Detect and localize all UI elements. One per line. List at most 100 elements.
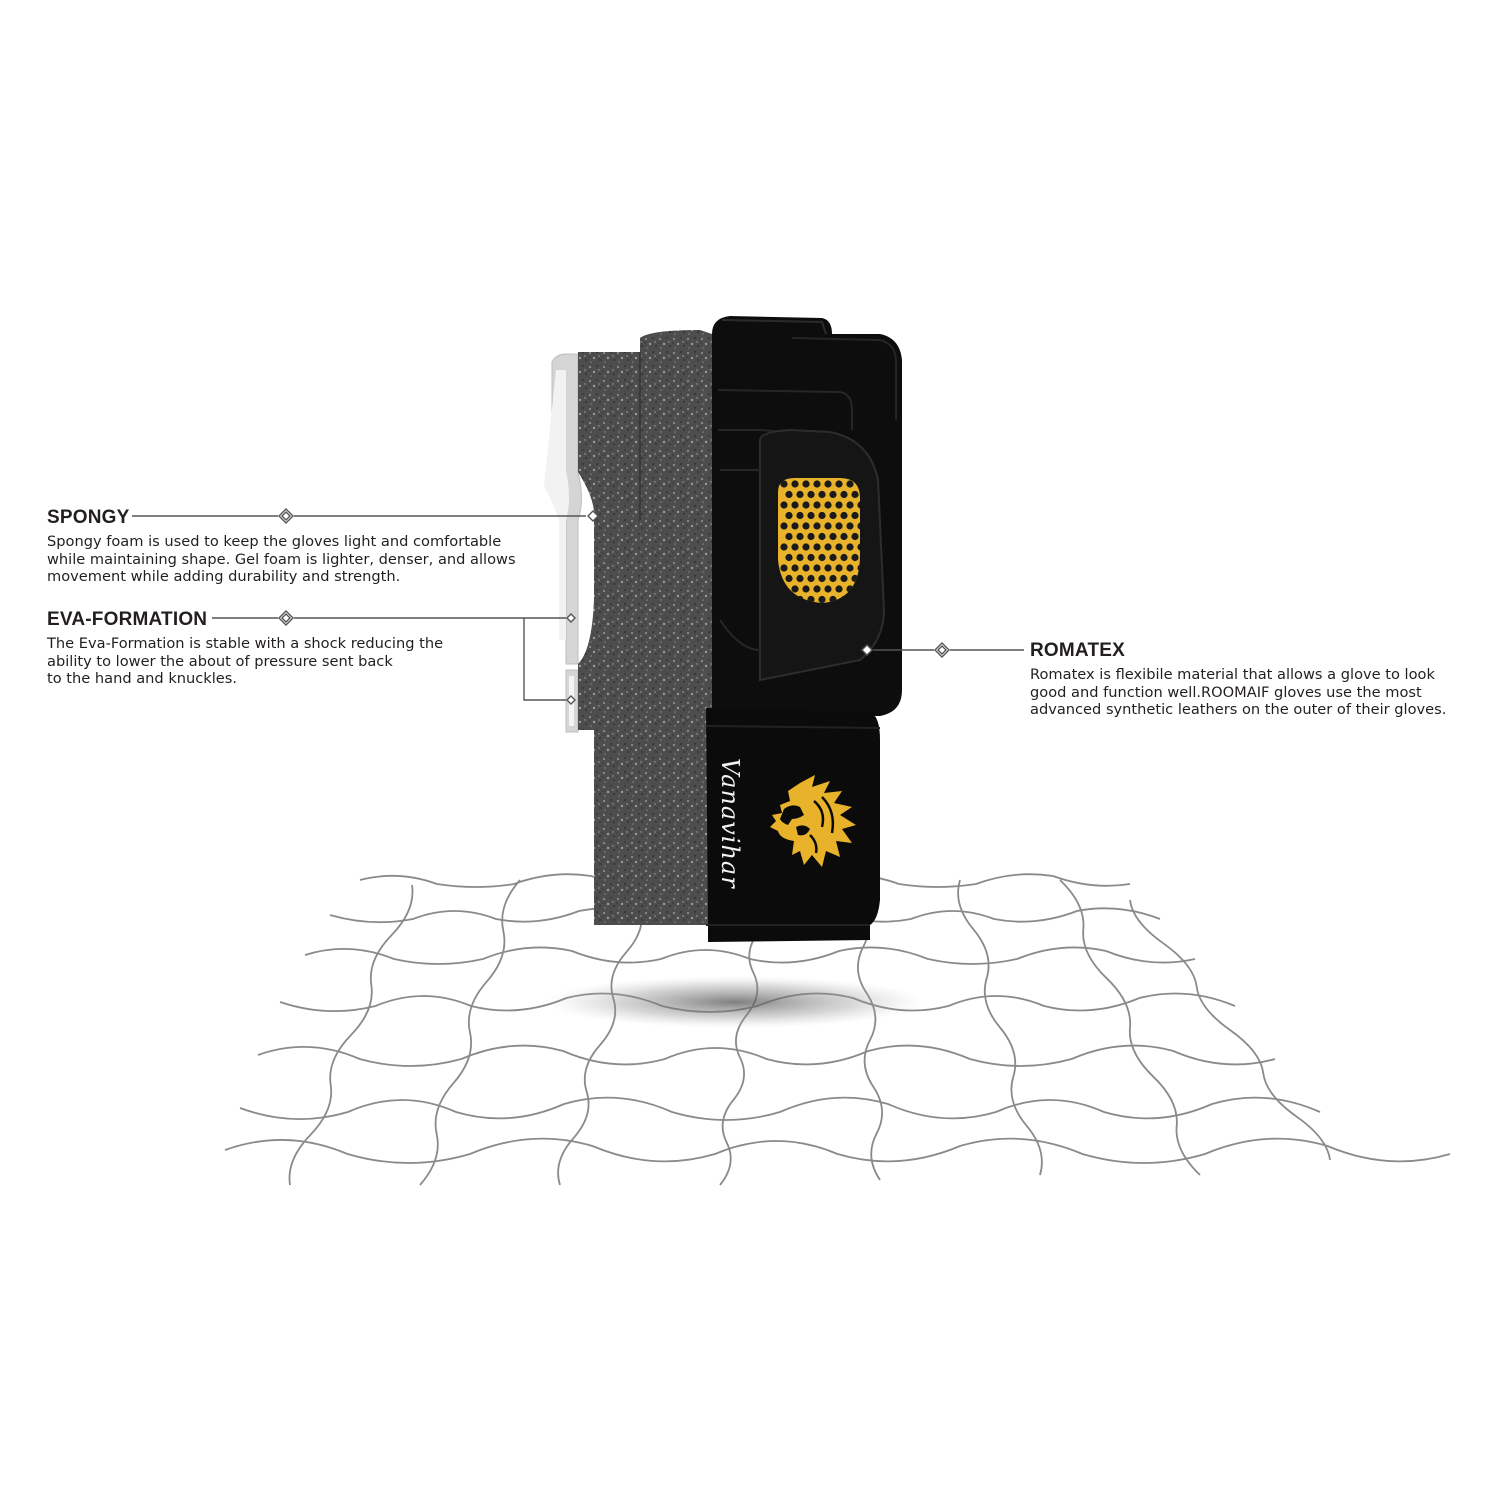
grip-dot (857, 522, 860, 530)
grid-row-line (224, 1137, 1451, 1164)
grip-dot (846, 501, 854, 509)
grip-dot (796, 574, 804, 583)
grip-dot (818, 490, 826, 499)
grip-dot (802, 501, 810, 509)
grip-dot (813, 501, 821, 509)
floor-grid (224, 873, 1451, 1186)
wrist-strap: Vanavihar (705, 708, 881, 942)
callout-spongy-title: SPONGY (47, 507, 130, 528)
grip-dot (813, 522, 821, 530)
grip-dot (840, 553, 848, 562)
grip-dot-pad (780, 480, 860, 603)
grip-dot (802, 543, 810, 551)
grip-dot (780, 480, 788, 488)
grid-row-line (239, 1096, 1321, 1121)
grip-dot (785, 532, 793, 541)
grip-dot (829, 574, 837, 583)
romatex-outer-glove (712, 316, 902, 716)
grip-dot (802, 564, 810, 572)
grip-dot (835, 522, 843, 530)
grip-dot (802, 585, 810, 593)
grip-dot (818, 574, 826, 583)
callout-spongy: SPONGY Spongy foam is used to keep the g… (47, 508, 567, 586)
grip-dot (807, 574, 815, 583)
grip-dot (791, 564, 799, 572)
grip-dot (791, 480, 799, 488)
grip-dot (780, 522, 788, 530)
grid-column-line (1129, 899, 1331, 1161)
callout-eva-title: EVA-FORMATION (47, 609, 208, 630)
grip-dot (796, 532, 804, 541)
grip-dot (818, 553, 826, 562)
grid-column-line (1059, 879, 1201, 1176)
callout-eva-text: The Eva-Formation is stable with a shock… (47, 635, 444, 687)
grid-column-line (719, 929, 761, 1186)
grip-dot (791, 501, 799, 509)
grid-column-line (557, 904, 643, 1186)
callout-romatex: ROMATEX Romatex is flexibile material th… (1030, 641, 1470, 719)
grip-dot (796, 490, 804, 499)
grip-dot (824, 501, 832, 509)
grip-dot (780, 543, 788, 551)
grip-dot (835, 564, 843, 572)
grip-dot (851, 511, 859, 520)
grip-dot (829, 490, 837, 499)
strap-script-text: Vanavihar (716, 758, 744, 889)
callout-spongy-text: Spongy foam is used to keep the gloves l… (47, 533, 516, 585)
grip-dot (785, 490, 793, 499)
grip-dot (857, 543, 860, 551)
grid-column-line (288, 884, 414, 1186)
grip-dot (785, 511, 793, 520)
grip-dot (796, 553, 804, 562)
grip-dot (807, 511, 815, 520)
grip-dot (840, 490, 848, 499)
lion-head-logo (770, 775, 856, 867)
floor-shadow (545, 976, 925, 1028)
grip-dot (807, 490, 815, 499)
grip-dot (791, 543, 799, 551)
grip-dot (857, 501, 860, 509)
grip-dot (802, 522, 810, 530)
grip-dot (824, 480, 832, 488)
grid-column-line (957, 879, 1043, 1176)
grip-dot (846, 522, 854, 530)
leader-lines (132, 508, 1024, 705)
grip-dot (840, 511, 848, 520)
callout-romatex-title: ROMATEX (1030, 640, 1125, 661)
grip-dot (780, 564, 788, 572)
grip-dot (791, 522, 799, 530)
grip-dot (824, 543, 832, 551)
grip-dot (835, 585, 843, 593)
grip-dot (835, 501, 843, 509)
grip-dot (840, 532, 848, 541)
grip-dot (829, 553, 837, 562)
grip-dot (846, 564, 854, 572)
grip-dot (851, 490, 859, 499)
grip-dot (824, 522, 832, 530)
grip-dot (780, 501, 788, 509)
grip-dot (846, 480, 854, 488)
grip-dot (802, 480, 810, 488)
grid-column-line (857, 899, 883, 1181)
callout-eva-formation: EVA-FORMATION The Eva-Formation is stabl… (47, 610, 517, 688)
grip-dot (835, 543, 843, 551)
grip-dot (791, 585, 799, 593)
grip-dot (807, 553, 815, 562)
grip-dot (813, 480, 821, 488)
grip-dot (818, 595, 826, 603)
grip-dot (813, 564, 821, 572)
grip-dot (813, 585, 821, 593)
grip-dot (829, 532, 837, 541)
grip-dot (851, 532, 859, 541)
grip-dot (796, 511, 804, 520)
grip-dot (824, 585, 832, 593)
grid-row-line (257, 1044, 1276, 1067)
grip-dot (851, 553, 859, 562)
callout-romatex-text: Romatex is flexibile material that allow… (1030, 666, 1447, 718)
grip-dot (813, 543, 821, 551)
grid-column-line (419, 879, 521, 1186)
grip-dot (829, 511, 837, 520)
grip-dot (824, 564, 832, 572)
grip-dot (840, 574, 848, 583)
